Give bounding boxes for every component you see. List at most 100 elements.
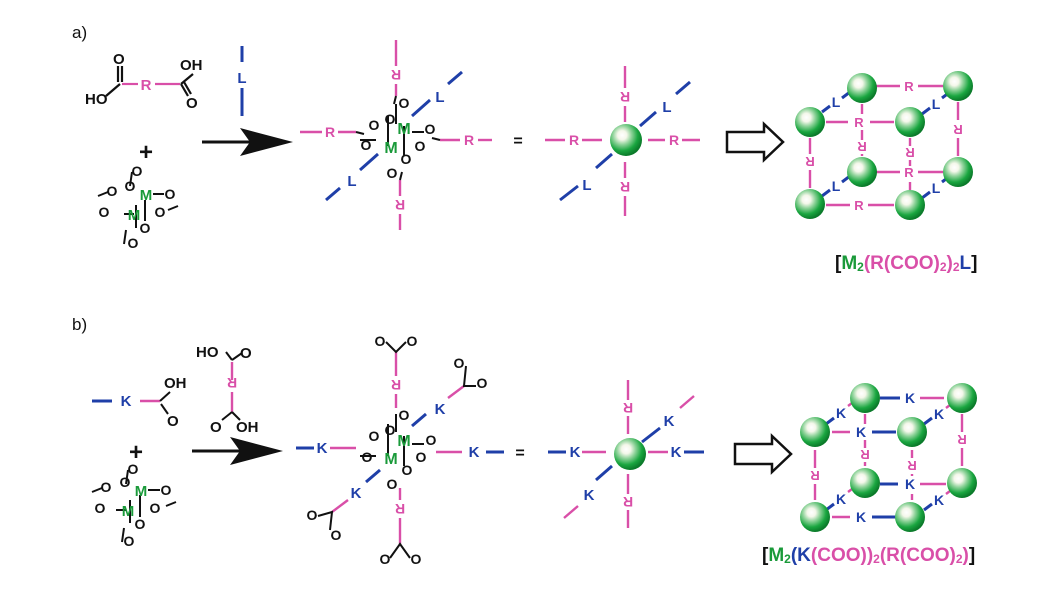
ligand-l-label: L (237, 70, 246, 87)
panel-b: b) K OH O HO O R O OH + (72, 315, 977, 567)
metal-node-sphere (897, 417, 927, 447)
ligand-l-label: L (932, 96, 941, 112)
acid-oh-label: OH (180, 57, 203, 74)
o-atom: O (210, 419, 222, 436)
ligand-k-label: K (934, 492, 944, 508)
linker-r-label: R (569, 132, 579, 148)
formula-metal: M (768, 545, 785, 566)
acid-r-label: R (141, 77, 152, 94)
ligand-k-label: K (905, 476, 915, 492)
metal-node-sphere (895, 502, 925, 532)
framework-cube-a: R R R R R R R R L L L L (795, 71, 973, 220)
metal-node-sphere (847, 157, 877, 187)
formula-bracket: ] (971, 253, 978, 274)
metal-node-sphere (943, 157, 973, 187)
linker-r-label: R (810, 468, 820, 483)
linker-r-label: R (957, 432, 967, 447)
hollow-arrow-icon (725, 121, 785, 163)
o-atom: O (95, 500, 106, 516)
ligand-l-label: L (347, 173, 356, 190)
ligand-k-label: K (836, 405, 846, 421)
o-atom: O (155, 204, 166, 220)
formula-ligand: L (959, 253, 972, 274)
ligand-k-label: K (435, 401, 446, 418)
formula-sub: 2 (955, 552, 963, 566)
o-atom: O (107, 183, 118, 199)
ligand-k-label: K (317, 440, 328, 457)
ligand-l-label: L (932, 180, 941, 196)
o-atom: O (161, 482, 172, 498)
ligand-k-label: K (469, 444, 480, 461)
o-atom: O (387, 476, 398, 492)
linker-r-label: R (907, 458, 917, 473)
linker-r-label: R (620, 89, 630, 105)
o-atom: O (120, 474, 131, 490)
o-atom: O (385, 111, 396, 127)
metal-atom: M (122, 503, 135, 520)
o-atom: O (128, 235, 139, 251)
metal-node-sphere (947, 383, 977, 413)
linker-r-label: R (857, 139, 867, 154)
linker-r-label: R (227, 375, 237, 391)
linker-r-label: R (854, 198, 864, 213)
o-atom: O (399, 407, 410, 423)
ligand-k-label: K (856, 424, 866, 440)
o-atom: O (140, 220, 151, 236)
o-atom: O (415, 138, 426, 154)
paddlewheel-reactant-a: O O O O O O O O M M (97, 163, 179, 251)
o-atom: O (411, 551, 422, 567)
o-atom: O (135, 516, 146, 532)
metal-atom: M (384, 451, 397, 468)
metal-atom: M (135, 483, 148, 500)
ligand-l-label: L (582, 177, 591, 194)
o-atom: O (454, 355, 465, 371)
linker-r-label: R (904, 165, 914, 180)
plus-sign-b: + (129, 439, 143, 466)
sbu-simplified-b: K K K K R R (548, 380, 704, 528)
linker-r-label: R (395, 197, 405, 213)
metal-atom: M (397, 121, 410, 138)
metal-node-sphere (943, 71, 973, 101)
ligand-l: L (237, 46, 247, 116)
o-atom: O (369, 117, 380, 133)
formula-a: [M2(R(COO)2)2L] (835, 253, 977, 275)
ligand-l-label: L (832, 178, 841, 194)
linker-r-label: R (953, 122, 963, 137)
linker-r-label: R (623, 494, 633, 510)
linker-r-label: R (860, 447, 870, 462)
ligand-k-label: K (584, 487, 595, 504)
dicarboxylic-acid-b: HO O R O OH (196, 344, 259, 436)
linker-r-label: R (395, 501, 405, 517)
o-atom: O (477, 375, 488, 391)
paddlewheel-reactant-b: O O O O O O O O M M (91, 461, 177, 549)
formula-linker: (COO)) (810, 545, 874, 566)
sbu-detailed-a: R R R R L L O O O (300, 40, 492, 230)
formula-linker: ) (962, 545, 969, 566)
formula-linker: (R(COO) (863, 253, 940, 274)
o-atom: O (380, 551, 391, 567)
metal-node-sphere (795, 189, 825, 219)
metal-node-sphere (795, 107, 825, 137)
metal-atom: M (128, 207, 141, 224)
formula-metal: M (841, 253, 858, 274)
o-atom: O (402, 462, 413, 478)
o-atom: O (401, 151, 412, 167)
linker-r-label: R (904, 79, 914, 94)
metal-node-sphere (895, 107, 925, 137)
formula-sub: 2 (857, 260, 864, 274)
linker-r-label: R (325, 124, 335, 140)
metal-node-sphere (850, 468, 880, 498)
metal-atom: M (384, 140, 397, 157)
formula-sub: 2 (784, 552, 791, 566)
metal-atom: M (140, 187, 153, 204)
hollow-arrow-icon (733, 433, 793, 475)
acid-o-top: O (113, 51, 125, 68)
formula-ligand: K (797, 545, 811, 566)
framework-cube-b: K K K K K K K K R R R R (800, 383, 977, 532)
ligand-l-label: L (832, 94, 841, 110)
o-atom: O (425, 121, 436, 137)
formula-bracket: [ (762, 545, 769, 566)
formula-linker: (R(COO) (879, 545, 956, 566)
o-atom: O (240, 345, 252, 362)
